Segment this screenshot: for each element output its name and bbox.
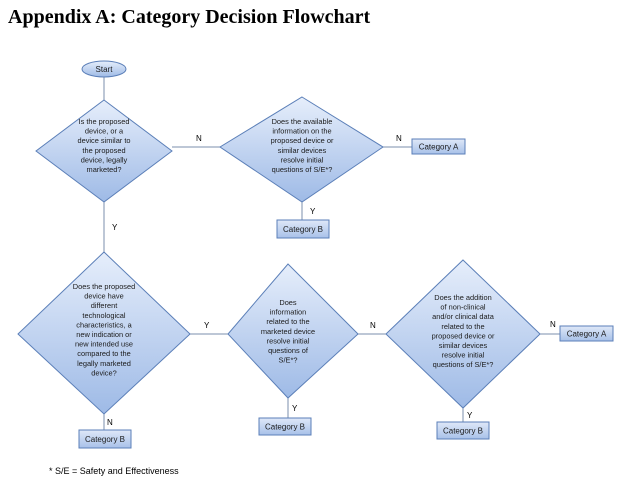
edge-q5-yes: Y — [467, 411, 473, 420]
decision-text-line: and/or clinical data — [432, 312, 495, 321]
decision-text-line: new indication or — [76, 330, 132, 339]
edge-q2-no: N — [396, 134, 402, 143]
decision-text-line: related to the — [266, 317, 309, 326]
decision-text-line: information — [270, 308, 307, 317]
edge-q4-yes: Y — [292, 404, 298, 413]
decision-text-line: related to the — [441, 322, 484, 331]
decision-text-line: different — [91, 301, 118, 310]
page-title: Appendix A: Category Decision Flowchart — [8, 6, 371, 28]
start-node: Start — [81, 60, 127, 78]
decision-text-line: device, legally — [81, 155, 128, 164]
decision-text-line: similar devices — [439, 341, 488, 350]
outcome-r4: Category B — [258, 417, 312, 436]
decision-text-line: S/E*? — [279, 356, 298, 365]
decision-text-line: questions of S/E*? — [433, 360, 494, 369]
decision-text-line: proposed device or — [432, 331, 495, 340]
edge-q5-no: N — [550, 320, 556, 329]
decision-text-line: information on the — [272, 127, 331, 136]
decision-text-line: Does — [279, 298, 297, 307]
decision-text-line: device? — [91, 368, 116, 377]
decision-text-line: questions of S/E*? — [272, 165, 333, 174]
outcome-r1: Category A — [411, 138, 466, 155]
decision-text-line: resolve initial — [281, 155, 324, 164]
decision-text-line: resolve initial — [267, 336, 310, 345]
decision-text-line: device similar to — [78, 136, 131, 145]
outcome-r6: Category A — [559, 325, 614, 342]
decision-text-line: device, or a — [85, 127, 124, 136]
edge-q3-yes: Y — [204, 321, 210, 330]
outcome-r5-label: Category B — [443, 427, 483, 436]
decision-text-line: Does the addition — [434, 293, 492, 302]
edge-q1-no: N — [196, 134, 202, 143]
edge-q2-yes: Y — [310, 207, 316, 216]
decision-text-line: Is the proposed — [79, 117, 130, 126]
outcome-r2: Category B — [276, 219, 330, 239]
decision-text-line: compared to the — [77, 349, 130, 358]
edge-q3-no: N — [107, 418, 113, 427]
decision-text-line: resolve initial — [442, 351, 485, 360]
outcome-r3: Category B — [78, 429, 132, 449]
decision-text-line: proposed device or — [271, 136, 334, 145]
decision-text-line: device have — [84, 292, 123, 301]
footnote: * S/E = Safety and Effectiveness — [49, 466, 179, 476]
decision-text-line: technological — [82, 311, 126, 320]
outcome-r5: Category B — [436, 421, 490, 440]
outcome-r2-label: Category B — [283, 225, 323, 234]
decision-text-line: of non-clinical — [440, 303, 486, 312]
decision-text-line: Does the available — [272, 117, 333, 126]
decision-text-line: marketed device — [261, 327, 315, 336]
outcome-r4-label: Category B — [265, 423, 305, 432]
decision-text-line: questions of — [268, 346, 309, 355]
decision-text-line: similar devices — [278, 146, 327, 155]
decision-text-line: new intended use — [75, 340, 133, 349]
decision-text-line: Does the proposed — [73, 282, 135, 291]
edge-labels: N Y N Y N Y N Y N Y — [107, 134, 556, 427]
decision-text-line: the proposed — [82, 146, 125, 155]
outcome-r3-label: Category B — [85, 435, 125, 444]
decision-text-line: legally marketed — [77, 359, 131, 368]
outcome-r6-label: Category A — [567, 330, 607, 339]
edge-q4-no: N — [370, 321, 376, 330]
edge-q1-yes: Y — [112, 223, 118, 232]
decision-text-line: marketed? — [87, 165, 122, 174]
connectors — [103, 77, 560, 430]
outcome-r1-label: Category A — [419, 143, 459, 152]
decision-text-line: characteristics, a — [76, 320, 132, 329]
start-label: Start — [96, 65, 114, 74]
